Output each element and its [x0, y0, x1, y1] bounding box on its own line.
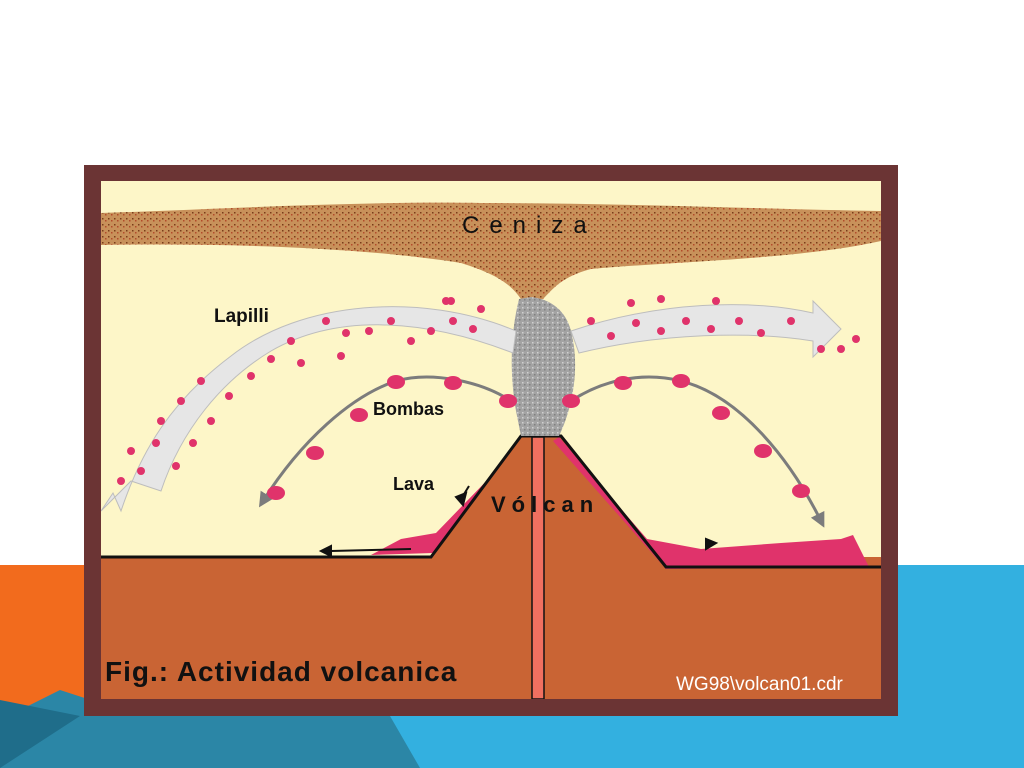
lava-arrows [318, 485, 719, 558]
bombas-label: Bombas [373, 399, 445, 419]
magma-conduit [531, 436, 545, 699]
lapilli-fragments [117, 295, 860, 485]
lava-flow-left [371, 437, 519, 555]
volcan-label: Vólcan [491, 492, 600, 517]
ceniza-label: Ceniza [462, 212, 597, 239]
figure-caption: Fig.: Actividad volcanica [105, 656, 458, 687]
lapilli-band-right [570, 299, 842, 359]
ash-cloud [101, 202, 881, 299]
volcano-diagram [101, 181, 881, 699]
smoke-column [511, 297, 576, 436]
lava-label: Lava [393, 474, 435, 494]
lava-flow-right [553, 437, 869, 569]
volcanic-bombs [267, 374, 810, 500]
dark-teal-triangle [0, 700, 80, 768]
volcano-cone [101, 436, 881, 699]
lapilli-label: Lapilli [214, 306, 269, 327]
file-tag: WG98\volcan01.cdr [676, 674, 843, 695]
